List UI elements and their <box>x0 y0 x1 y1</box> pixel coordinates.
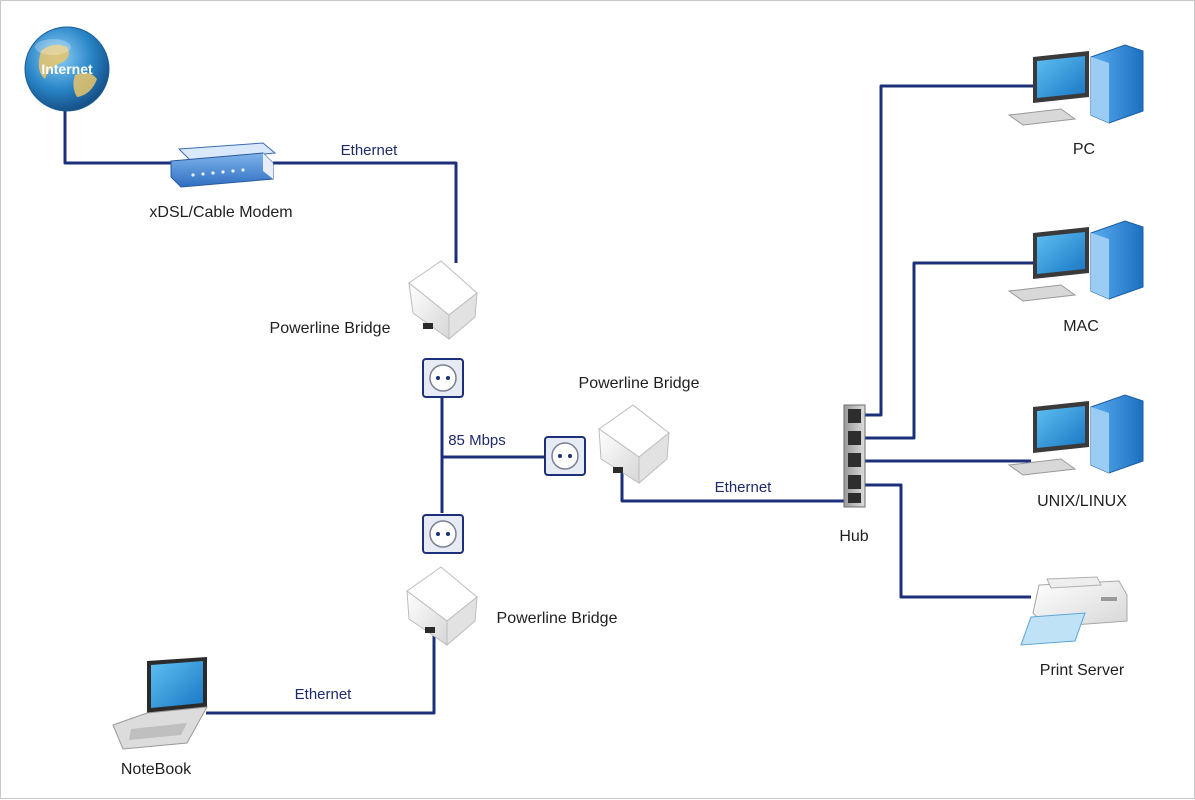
power-outlet-icon <box>422 514 464 554</box>
mac-label: MAC <box>1063 318 1099 335</box>
modem-label: xDSL/Cable Modem <box>149 204 292 221</box>
powerline-bridge-bottom-label: Powerline Bridge <box>497 610 618 627</box>
powerline-bridge-mid-label: Powerline Bridge <box>579 375 700 392</box>
pc-label: PC <box>1073 141 1095 158</box>
wire-internet-modem <box>63 101 171 165</box>
hub-icon <box>843 404 866 508</box>
pc-node: PC <box>1007 44 1144 158</box>
internet-label: Internet <box>41 61 93 77</box>
unix-node: UNIX/LINUX <box>1007 394 1144 510</box>
laptop-icon <box>112 657 208 750</box>
wire-notebook-bridge <box>206 635 436 715</box>
powerline-bridge-icon <box>406 566 478 647</box>
ethernet-label-hub: Ethernet <box>715 479 773 496</box>
printer-icon <box>1020 576 1128 646</box>
wires <box>63 84 1034 715</box>
wire-hub-printer <box>865 483 1031 599</box>
desktop-computer-icon <box>1007 220 1144 302</box>
powerline-speed-label: 85 Mbps <box>448 432 506 449</box>
powerline-bridge-top-node: Powerline Bridge <box>270 260 478 341</box>
desktop-computer-icon <box>1007 44 1144 126</box>
mac-node: MAC <box>1007 220 1144 335</box>
powerline-bridge-top-label: Powerline Bridge <box>270 320 391 337</box>
unix-label: UNIX/LINUX <box>1037 493 1127 510</box>
print-server-node: Print Server <box>1020 576 1128 679</box>
powerline-bridge-icon <box>598 404 670 485</box>
print-server-label: Print Server <box>1040 662 1125 679</box>
hub-label: Hub <box>839 528 868 545</box>
internet-node: Internet <box>24 26 110 112</box>
ethernet-label-modem: Ethernet <box>341 142 399 159</box>
power-outlet-top <box>422 358 464 398</box>
desktop-computer-icon <box>1007 394 1144 476</box>
powerline-bridge-mid-node: Powerline Bridge <box>579 375 700 485</box>
powerline-bridge-bottom-node: Powerline Bridge <box>406 566 618 647</box>
power-outlet-bottom <box>422 514 464 554</box>
modem-icon <box>170 142 277 188</box>
power-outlet-mid <box>544 436 586 476</box>
wire-bridge-mid-hub <box>620 473 844 503</box>
globe-icon <box>24 26 110 112</box>
hub-node: Hub <box>839 404 869 545</box>
ethernet-label-notebook: Ethernet <box>295 686 353 703</box>
notebook-node: NoteBook <box>112 657 208 778</box>
wire-hub-mac <box>865 261 1034 440</box>
modem-node: xDSL/Cable Modem <box>149 142 293 221</box>
wire-hub-pc <box>865 84 1034 417</box>
notebook-label: NoteBook <box>121 761 192 778</box>
wire-modem-bridge-top <box>273 161 458 263</box>
powerline-bridge-icon <box>408 260 478 341</box>
power-outlet-icon <box>422 358 464 398</box>
power-outlet-icon <box>544 436 586 476</box>
